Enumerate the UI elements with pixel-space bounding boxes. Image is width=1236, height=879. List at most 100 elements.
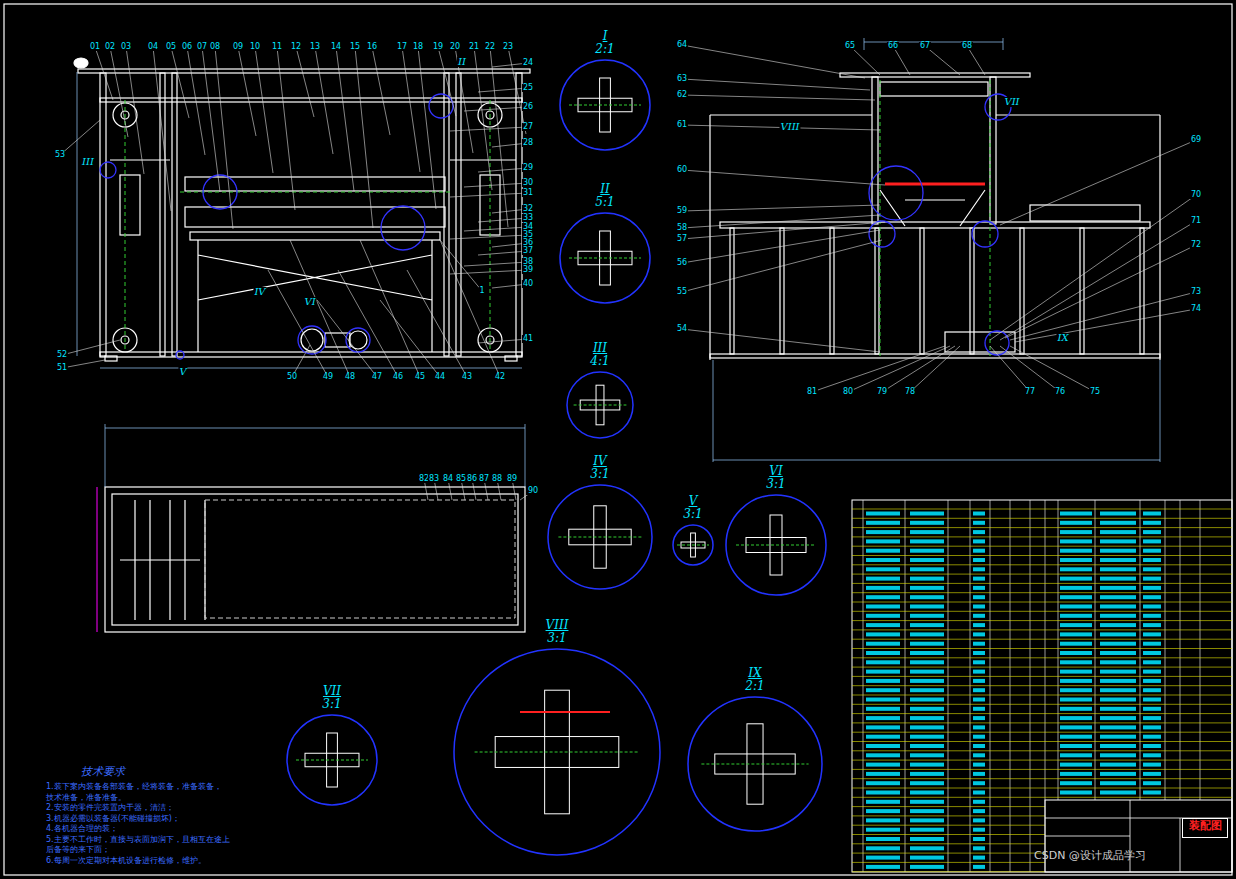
table-entry (910, 781, 944, 785)
callout-number: 78 (904, 388, 916, 396)
leader-line (1000, 140, 1196, 225)
callout-number: 21 (468, 43, 480, 51)
table-entry (910, 614, 944, 618)
detail-name: VII (287, 685, 377, 698)
table-entry (973, 753, 985, 757)
detail-outline (287, 715, 377, 805)
table-entry (866, 781, 900, 785)
table-entry (910, 558, 944, 562)
leader-line (682, 329, 880, 352)
table-rule (852, 760, 1232, 761)
callout-number: 14 (330, 43, 342, 51)
detail-outline (454, 649, 660, 855)
callout-number: 79 (876, 388, 888, 396)
leader-line (317, 300, 377, 377)
leader-line (187, 47, 205, 155)
callout-number: 37 (522, 247, 534, 255)
table-entry (1143, 735, 1161, 739)
table-entry (910, 837, 944, 841)
table-rule (852, 704, 1232, 705)
callout-number: 51 (56, 364, 68, 372)
callout-number: 26 (522, 103, 534, 111)
table-entry (866, 837, 900, 841)
table-entry (1100, 577, 1136, 581)
detail-name: IX (688, 667, 822, 680)
table-entry (866, 865, 900, 869)
table-entry (866, 595, 900, 599)
table-entry (910, 744, 944, 748)
callout-number: 45 (414, 373, 426, 381)
table-entry (1143, 623, 1161, 627)
callout-number: 24 (522, 59, 534, 67)
table-entry (1060, 651, 1092, 655)
leader-line (290, 240, 350, 377)
detail-outline (560, 60, 650, 150)
table-entry (1143, 512, 1161, 516)
table-entry (866, 763, 900, 767)
callout-number: 43 (461, 373, 473, 381)
callout-number: 88 (491, 475, 503, 483)
detail-scale: 4:1 (567, 355, 633, 368)
leader-line (925, 46, 960, 75)
table-entry (910, 856, 944, 860)
callout-number: 06 (181, 43, 193, 51)
callout-number: 83 (428, 475, 440, 483)
table-entry (910, 567, 944, 571)
table-entry (1143, 753, 1161, 757)
table-rule (852, 583, 1232, 584)
table-entry (910, 586, 944, 590)
leader-line (418, 47, 436, 209)
table-entry (1143, 586, 1161, 590)
table-rule (852, 843, 1045, 844)
table-entry (1100, 530, 1136, 534)
table-entry (910, 595, 944, 599)
table-entry (973, 688, 985, 692)
leader-line (62, 340, 120, 355)
callout-number: 68 (961, 42, 973, 50)
table-entry (973, 586, 985, 590)
leader-line (455, 47, 473, 153)
table-entry (1060, 707, 1092, 711)
note-line: 5.主要不工作时，直接与表面加润下，且相互在途上 (45, 836, 231, 845)
table-entry (910, 735, 944, 739)
table-rule (1140, 500, 1141, 800)
table-entry (973, 632, 985, 636)
table-rule (852, 657, 1232, 658)
table-entry (866, 558, 900, 562)
detail-name: V (673, 495, 713, 508)
table-entry (866, 688, 900, 692)
table-rule (852, 546, 1232, 547)
leader-line (1000, 346, 1060, 392)
leader-line (355, 47, 373, 228)
table-entry (910, 753, 944, 757)
detail-scale: 3:1 (726, 478, 826, 491)
callout-number: 65 (844, 42, 856, 50)
detail-part (520, 711, 610, 713)
callout-number: 28 (522, 139, 534, 147)
detail-name: VIII (454, 619, 660, 632)
table-entry (1143, 688, 1161, 692)
table-entry (866, 586, 900, 590)
table-entry (1143, 530, 1161, 534)
callout-number: 87 (478, 475, 490, 483)
callout-number: 61 (676, 121, 688, 129)
table-entry (1060, 614, 1092, 618)
leader-line (296, 47, 314, 117)
leader-line (450, 270, 528, 274)
table-entry (973, 660, 985, 664)
callout-number: 39 (522, 266, 534, 274)
table-entry (910, 698, 944, 702)
detail-circle (453, 648, 661, 856)
table-entry (1060, 558, 1092, 562)
table-entry (1060, 512, 1092, 516)
detail-name: III (567, 342, 633, 355)
table-entry (973, 744, 985, 748)
table-entry (1060, 781, 1092, 785)
leader-line (478, 168, 528, 172)
table-entry (973, 670, 985, 674)
table-entry (973, 725, 985, 729)
table-rule (852, 611, 1232, 612)
table-entry (1100, 791, 1136, 795)
leader-line (990, 346, 1030, 392)
table-rule (852, 834, 1045, 835)
